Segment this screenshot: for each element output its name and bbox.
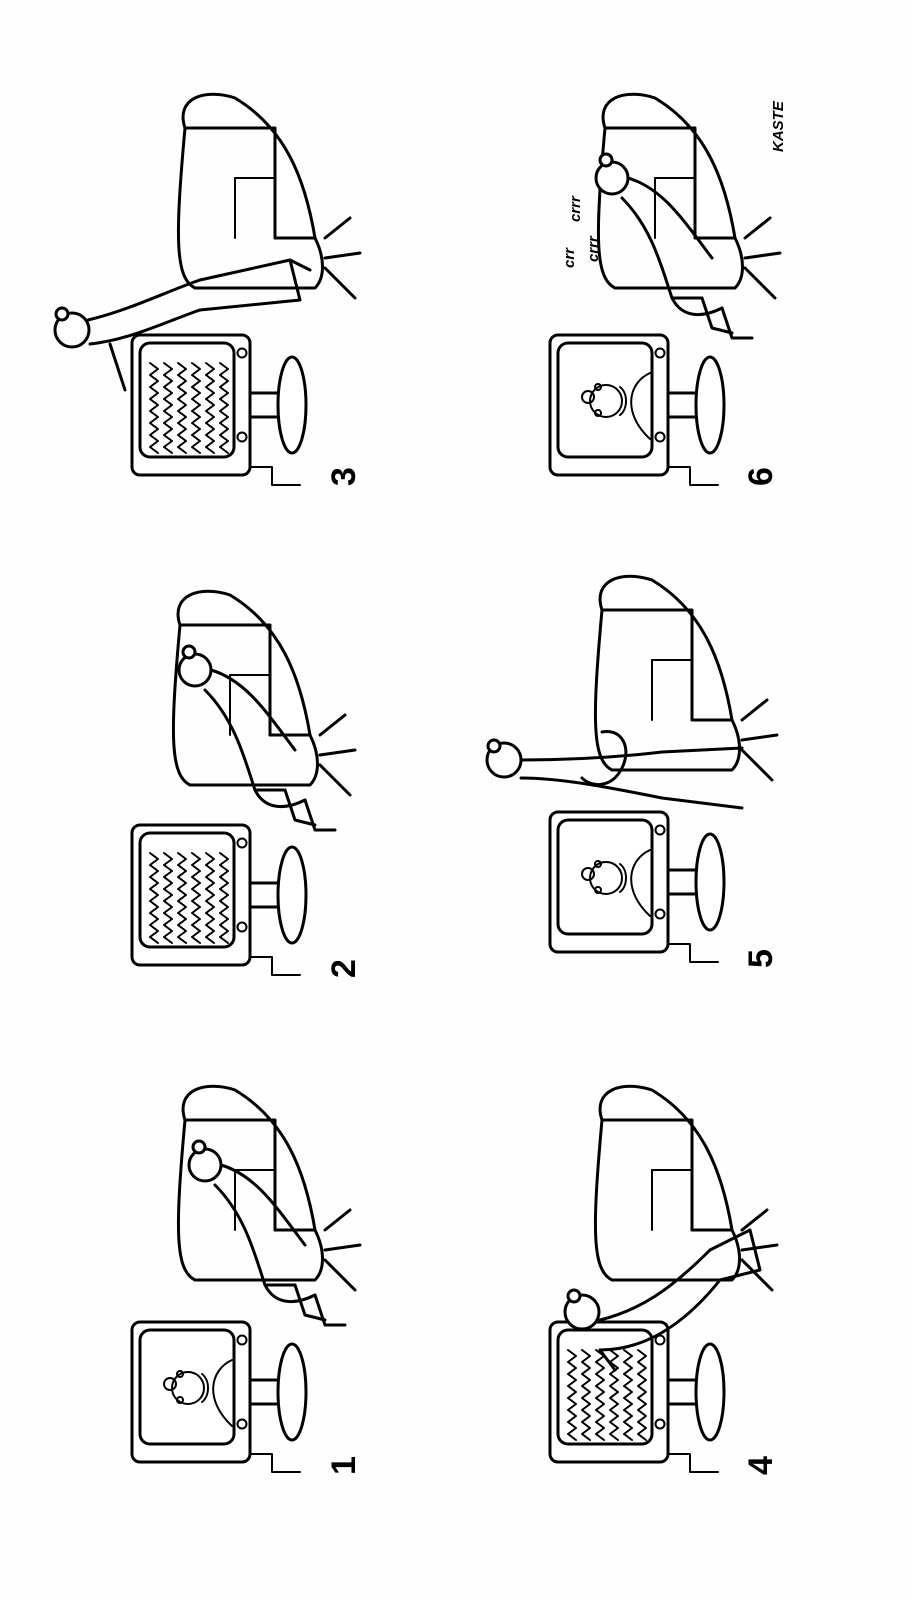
snore-line-2: crrr: [567, 195, 584, 222]
snore-text: crr crrr crrr: [561, 195, 602, 268]
panel-numbers: 1 2 3 4 5 6: [325, 467, 780, 1475]
panel-number-6: 6: [742, 467, 780, 486]
snore-line-3: crrr: [585, 235, 602, 262]
panel-5: [485, 574, 779, 964]
panel-number-5: 5: [742, 949, 780, 968]
signature: KASTE: [770, 100, 787, 152]
panel-1: [130, 1084, 362, 1474]
panel-2: [130, 589, 357, 977]
panel-6: crr crrr crrr KASTE: [548, 92, 787, 487]
panel-number-1: 1: [325, 1456, 363, 1475]
panel-number-2: 2: [325, 959, 363, 978]
snore-line-1: crr: [561, 247, 578, 268]
panel-4: [548, 1084, 779, 1474]
panel-number-3: 3: [325, 467, 363, 486]
panel-number-4: 4: [742, 1456, 780, 1475]
panel-3: [53, 92, 362, 487]
